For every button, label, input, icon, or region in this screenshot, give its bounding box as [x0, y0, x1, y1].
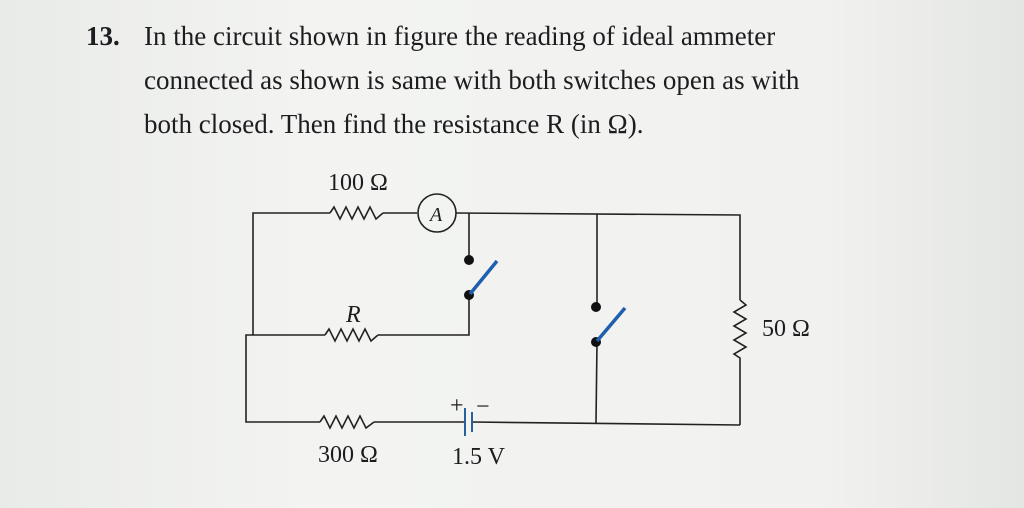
switch-2-contact-top: [591, 302, 601, 312]
resistor-50: [732, 299, 748, 425]
switch-1-lever[interactable]: [468, 259, 499, 296]
resistor-r: [324, 327, 379, 343]
battery-minus-sign: −: [476, 394, 490, 420]
wire-top-right: [455, 212, 741, 300]
switch-2-lever[interactable]: [595, 306, 627, 343]
wire: [245, 334, 320, 423]
question-line-2: connected as shown is same with both swi…: [144, 65, 800, 95]
resistor-300-label: 300 Ω: [318, 442, 378, 468]
resistor-r-label: R: [345, 302, 361, 328]
resistor-100-label: 100 Ω: [328, 170, 388, 196]
question-line-3: both closed. Then find the resistance R …: [144, 109, 644, 139]
battery-label: 1.5 V: [452, 444, 506, 470]
wire: [471, 421, 741, 426]
resistor-100: [329, 205, 384, 221]
switch-1-contact-top: [464, 255, 474, 265]
wire: [595, 341, 598, 424]
question-line-1: In the circuit shown in figure the readi…: [144, 21, 776, 51]
wire-top-left: [252, 212, 330, 335]
question-number: 13.: [86, 21, 120, 51]
ammeter-label: A: [428, 204, 443, 226]
battery-plus-sign: +: [450, 393, 464, 419]
resistor-300: [319, 414, 375, 430]
resistor-50-label: 50 Ω: [762, 316, 810, 342]
wire: [378, 295, 470, 336]
